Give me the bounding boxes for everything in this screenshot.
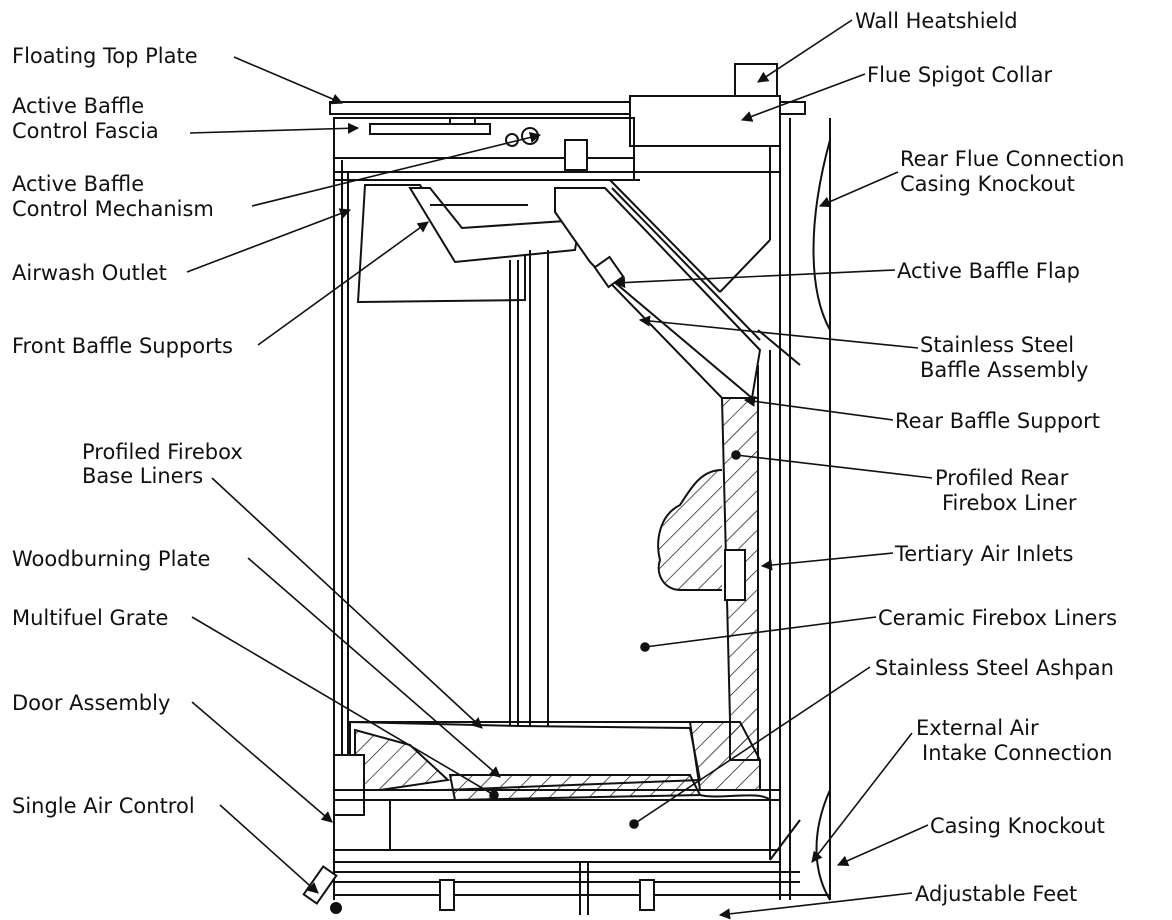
leader-profiled-firebox-base-liners (211, 477, 483, 729)
leader-external-air-intake (811, 732, 913, 863)
label-line: Intake Connection (922, 741, 1112, 765)
leader-active-baffle-control-mechanism (251, 131, 542, 207)
label-tertiary-air-inlets: Tertiary Air Inlets (894, 542, 1073, 566)
flue-spigot-collar-shape (629, 95, 781, 147)
label-line: Control Fascia (12, 119, 159, 143)
label-line: Firebox Liner (942, 491, 1077, 515)
label-ceramic-firebox-liners: Ceramic Firebox Liners (878, 606, 1117, 630)
leader-stainless-steel-baffle-assembly (638, 315, 919, 349)
leader-rear-flue-casing-knockout (818, 171, 899, 208)
label-line: Stainless Steel (920, 333, 1074, 357)
label-wall-heatshield: Wall Heatshield (855, 9, 1018, 33)
label-stainless-steel-ashpan: Stainless Steel Ashpan (875, 656, 1114, 680)
leader-casing-knockout (836, 824, 929, 867)
label-front-baffle-supports: Front Baffle Supports (12, 334, 233, 358)
leader-single-air-control (219, 804, 319, 894)
leader-flue-spigot-collar (740, 73, 866, 122)
leader-airwash-outlet (186, 208, 352, 273)
label-line: Control Mechanism (12, 197, 214, 221)
leader-wall-heatshield (757, 19, 853, 83)
label-profiled-firebox-base-liners: Profiled Firebox Base Liners (82, 440, 249, 488)
label-active-baffle-control-fascia: Active Baffle Control Fascia (12, 94, 159, 143)
leader-lines (186, 19, 933, 920)
leader-active-baffle-flap (613, 269, 896, 289)
label-stainless-steel-baffle-assembly: Stainless Steel Baffle Assembly (920, 333, 1088, 382)
label-rear-flue-connection-casing-knockout: Rear Flue Connection Casing Knockout (900, 147, 1131, 196)
leader-ceramic-firebox-liners (644, 616, 877, 648)
leader-profiled-rear-firebox-liner (735, 454, 933, 479)
label-active-baffle-flap: Active Baffle Flap (897, 259, 1080, 283)
label-line: Active Baffle (12, 172, 144, 196)
label-line: Profiled Firebox (82, 440, 243, 464)
label-line: Profiled Rear (935, 466, 1069, 490)
label-casing-knockout: Casing Knockout (930, 814, 1105, 838)
label-woodburning-plate: Woodburning Plate (12, 547, 210, 571)
label-line: Casing Knockout (900, 172, 1075, 196)
label-line: Base Liners (82, 464, 203, 488)
label-line: Rear Flue Connection (900, 147, 1124, 171)
leader-front-baffle-supports (257, 221, 429, 346)
leader-rear-baffle-support (743, 395, 894, 421)
leader-door-assembly (191, 701, 333, 823)
leader-floating-top-plate (233, 56, 344, 105)
label-multifuel-grate: Multifuel Grate (12, 606, 168, 630)
label-flue-spigot-collar: Flue Spigot Collar (867, 63, 1052, 87)
label-line: External Air (916, 716, 1039, 740)
label-line: Baffle Assembly (920, 358, 1088, 382)
label-single-air-control: Single Air Control (12, 794, 195, 818)
label-rear-baffle-support: Rear Baffle Support (895, 409, 1100, 433)
stove-body (302, 63, 831, 915)
label-adjustable-feet: Adjustable Feet (915, 882, 1077, 906)
label-airwash-outlet: Airwash Outlet (12, 261, 167, 285)
label-line: Active Baffle (12, 94, 144, 118)
leader-adjustable-feet (718, 892, 913, 920)
leader-tertiary-air-inlets (760, 552, 894, 571)
label-profiled-rear-firebox-liner: Profiled Rear Firebox Liner (935, 466, 1077, 515)
label-active-baffle-control-mechanism: Active Baffle Control Mechanism (12, 172, 214, 221)
label-external-air-intake-connection: External Air Intake Connection (916, 716, 1112, 765)
leader-active-baffle-control-fascia (189, 122, 360, 134)
label-floating-top-plate: Floating Top Plate (12, 44, 198, 68)
leader-stainless-steel-ashpan (633, 666, 871, 825)
labels: Wall Heatshield Floating Top Plate Flue … (12, 9, 1131, 906)
leader-multifuel-grate (191, 616, 495, 796)
label-door-assembly: Door Assembly (12, 691, 170, 715)
leader-woodburning-plate (247, 557, 501, 778)
